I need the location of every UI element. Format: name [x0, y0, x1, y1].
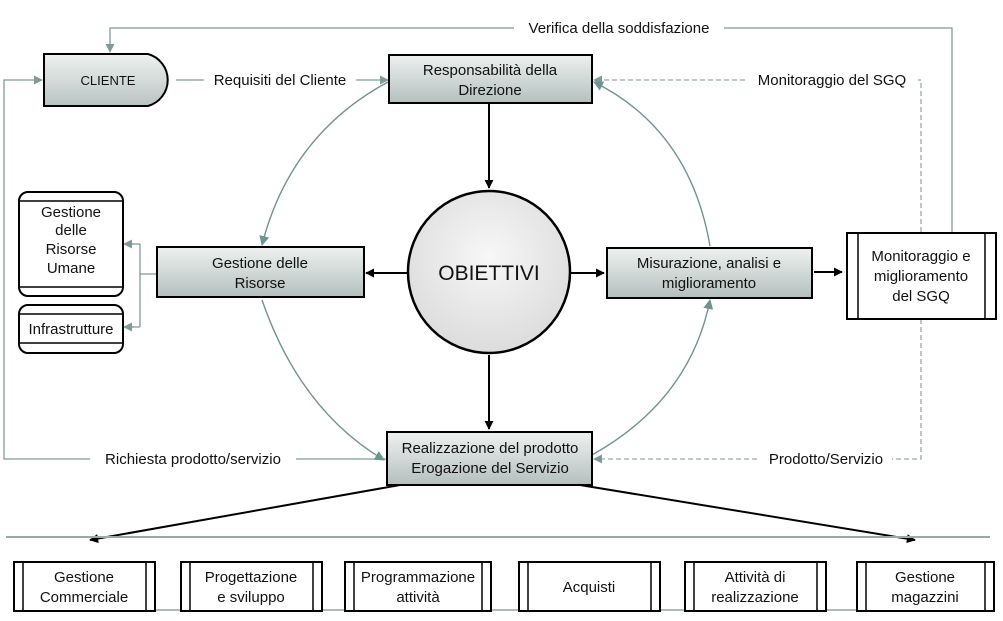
cliente-node: CLIENTE	[43, 53, 169, 107]
gestione-risorse-label-1: Gestione delle	[212, 255, 308, 272]
cycle-arc-top-left	[259, 81, 389, 246]
monitoraggio-miglioramento-label-1: Monitoraggio e	[871, 248, 970, 265]
process-label-5b: realizzazione	[711, 589, 799, 606]
process-label-4a: Acquisti	[563, 579, 616, 596]
process-progettazione: Progettazione e sviluppo	[180, 561, 323, 612]
realizzazione-node: Realizzazione del prodotto Erogazione de…	[386, 431, 593, 486]
misurazione-node: Misurazione, analisi e miglioramento	[606, 247, 813, 299]
infrastrutture-node: Infrastrutture	[18, 304, 124, 354]
obiettivi-node: OBIETTIVI	[406, 189, 572, 355]
realizzazione-label-1: Realizzazione del prodotto	[402, 440, 579, 457]
process-programmazione: Programmazione attività	[344, 561, 492, 612]
monitoraggio-miglioramento-label-2: miglioramento	[874, 268, 968, 285]
risorse-umane-label-1: Gestione	[41, 204, 101, 221]
verifica-label: Verifica della soddisfazione	[529, 20, 710, 37]
cliente-label: CLIENTE	[81, 73, 136, 88]
requisiti-label: Requisiti del Cliente	[214, 72, 347, 89]
process-attivita-realizzazione: Attività di realizzazione	[684, 561, 827, 612]
infrastrutture-label: Infrastrutture	[28, 321, 113, 338]
risorse-umane-node: Gestione delle Risorse Umane	[18, 191, 124, 297]
risorse-bracket	[125, 243, 156, 328]
arrow-realizzazione-processi-left	[89, 484, 401, 544]
monitoraggio-sgq-label: Monitoraggio del SGQ	[758, 72, 906, 89]
cycle-arc-top-right	[593, 81, 711, 247]
process-label-1b: Commerciale	[40, 589, 128, 606]
process-label-2b: e sviluppo	[217, 589, 285, 606]
gestione-risorse-label-2: Risorse	[235, 275, 286, 292]
risorse-umane-label-3: Risorse	[46, 241, 97, 258]
responsabilita-label-1: Responsabilità della	[423, 62, 558, 79]
process-label-5a: Attività di	[725, 569, 786, 586]
monitoraggio-miglioramento-label-3: del SGQ	[892, 288, 950, 305]
risorse-umane-label-4: Umane	[47, 260, 95, 277]
process-acquisti: Acquisti	[518, 561, 661, 612]
misurazione-label-2: miglioramento	[662, 275, 756, 292]
process-label-2a: Progettazione	[205, 569, 298, 586]
monitoraggio-miglioramento-node: Monitoraggio e miglioramento del SGQ	[846, 232, 997, 320]
process-label-3a: Programmazione	[361, 569, 475, 586]
responsabilita-label-2: Direzione	[458, 82, 521, 99]
risorse-umane-label-2: delle	[55, 222, 87, 239]
cycle-arc-bottom-right	[591, 299, 714, 456]
process-label-1a: Gestione	[54, 569, 114, 586]
responsabilita-node: Responsabilità della Direzione	[388, 54, 593, 104]
realizzazione-label-2: Erogazione del Servizio	[411, 460, 569, 477]
process-gestione-magazzini: Gestione magazzini	[856, 561, 995, 612]
cycle-arc-bottom-left	[261, 299, 385, 461]
monitoraggio-sgq-line	[593, 75, 922, 232]
prodotto-line	[593, 319, 922, 464]
arrow-realizzazione-processi-right	[579, 484, 916, 544]
prodotto-label: Prodotto/Servizio	[769, 451, 883, 468]
process-label-6b: magazzini	[891, 589, 959, 606]
process-gestione-commerciale: Gestione Commerciale	[13, 561, 156, 612]
richiesta-label: Richiesta prodotto/servizio	[105, 451, 281, 468]
gestione-risorse-node: Gestione delle Risorse	[156, 246, 365, 298]
obiettivi-label: OBIETTIVI	[438, 262, 540, 285]
misurazione-label-1: Misurazione, analisi e	[637, 255, 781, 272]
process-label-3b: attività	[396, 589, 440, 606]
process-label-6a: Gestione	[895, 569, 955, 586]
